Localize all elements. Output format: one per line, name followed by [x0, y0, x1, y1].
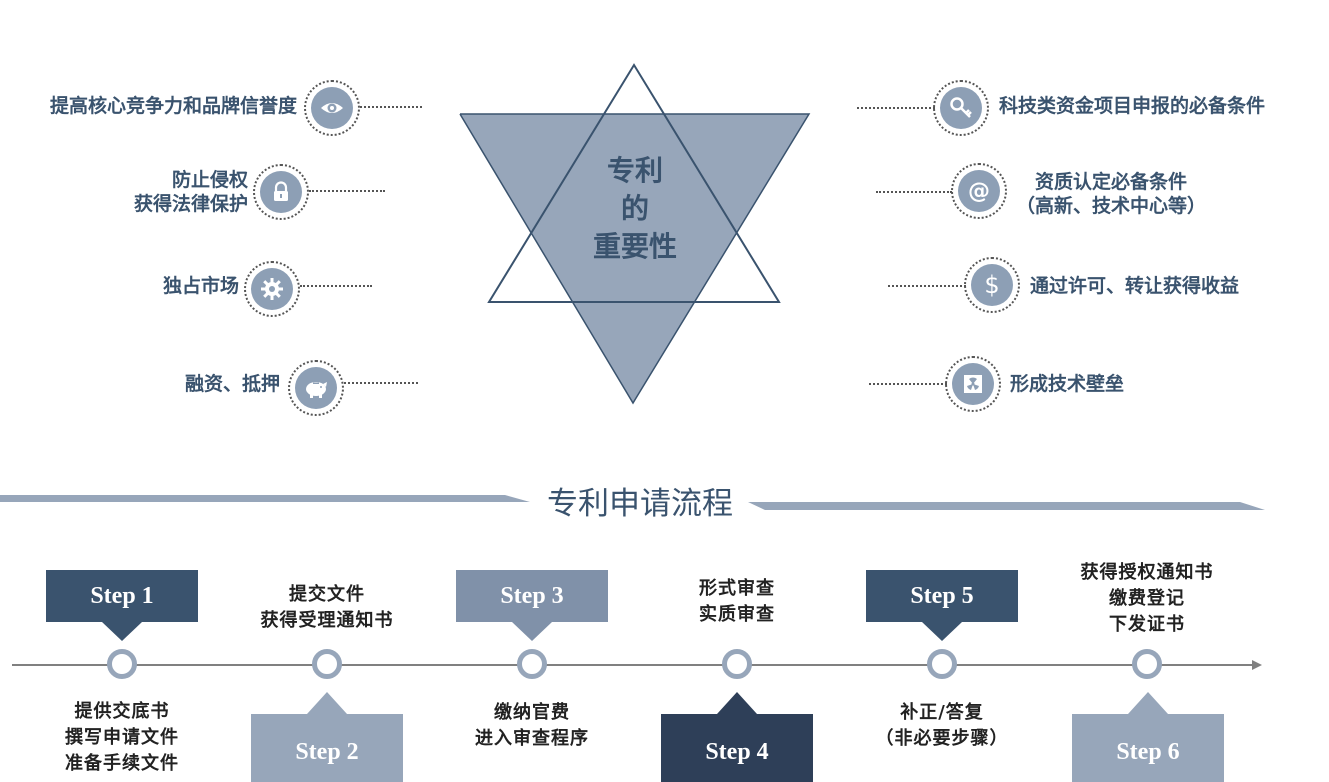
- benefit-label-competitiveness: 提高核心竞争力和品牌信誉度: [49, 95, 297, 117]
- benefit-label-licensing: 通过许可、转让获得收益: [1030, 275, 1240, 297]
- step-4-callout: [661, 692, 813, 782]
- benefit-label-financing: 融资、抵押: [184, 373, 280, 395]
- benefit-icon-frame: [304, 80, 360, 136]
- benefit-label-barrier: 形成技术壁垒: [1010, 373, 1125, 395]
- benefit-icon-frame: $: [964, 257, 1020, 313]
- step-6-description: 获得授权通知书 缴费登记 下发证书: [1080, 562, 1214, 635]
- timeline-node: [312, 649, 342, 679]
- benefit-icon-frame: [933, 80, 989, 136]
- benefit-label-market: 独占市场: [162, 275, 239, 297]
- benefit-icon-frame: @: [951, 163, 1007, 219]
- gear-icon: [261, 278, 283, 300]
- step-5-callout: [866, 570, 1018, 641]
- star-diagram: [459, 63, 811, 405]
- step-3-description: 缴纳官费 进入审查程序: [475, 702, 589, 749]
- piggy-bank-icon: [306, 382, 327, 398]
- benefit-label-funding: 科技类资金项目申报的必备条件: [999, 95, 1266, 117]
- step-3-callout: [456, 570, 608, 641]
- svg-text:@: @: [968, 179, 990, 204]
- benefit-icon-frame: [288, 360, 344, 416]
- timeline-node: [517, 649, 547, 679]
- step-5-description: 补正/答复 （非必要步骤）: [875, 702, 1009, 749]
- up-triangle: [487, 63, 781, 303]
- benefit-icon-frame: [244, 261, 300, 317]
- down-triangle: [460, 114, 809, 403]
- step-1-description: 提供交底书 撰写申请文件 准备手续文件: [65, 701, 179, 774]
- radiation-box-icon: [964, 375, 982, 393]
- svg-text:$: $: [984, 271, 999, 299]
- step-2-callout: [251, 692, 403, 782]
- process-title: 专利申请流程: [547, 486, 733, 522]
- step-6-callout: [1072, 692, 1224, 782]
- timeline-node: [722, 649, 752, 679]
- key-icon: [950, 97, 972, 118]
- benefit-label-qualification: 资质认定必备条件 （高新、技术中心等）: [1016, 171, 1207, 217]
- at-sign-icon: @: [968, 179, 990, 204]
- step-1-callout: [46, 570, 198, 641]
- step-4-label: Step 4: [705, 738, 769, 765]
- step-2-description: 提交文件 获得受理通知书: [260, 584, 394, 631]
- lock-icon: [274, 181, 288, 201]
- eye-icon: [321, 103, 343, 113]
- step-3-label: Step 3: [500, 582, 564, 609]
- step-6-label: Step 6: [1116, 738, 1180, 765]
- step-5-label: Step 5: [910, 582, 974, 609]
- center-title: 专利 的 重要性: [592, 154, 677, 263]
- timeline-node: [107, 649, 137, 679]
- step-1-label: Step 1: [90, 582, 154, 609]
- timeline-node: [1132, 649, 1162, 679]
- dollar-icon: $: [984, 271, 999, 299]
- benefit-icon-frame: [253, 164, 309, 220]
- step-2-label: Step 2: [295, 738, 359, 765]
- timeline-axis: [12, 660, 1262, 670]
- section-banner: [0, 495, 1265, 510]
- step-4-description: 形式审查 实质审查: [699, 578, 775, 625]
- timeline-node: [927, 649, 957, 679]
- benefit-label-protection: 防止侵权 获得法律保护: [133, 169, 248, 215]
- benefit-icon-frame: [945, 356, 1001, 412]
